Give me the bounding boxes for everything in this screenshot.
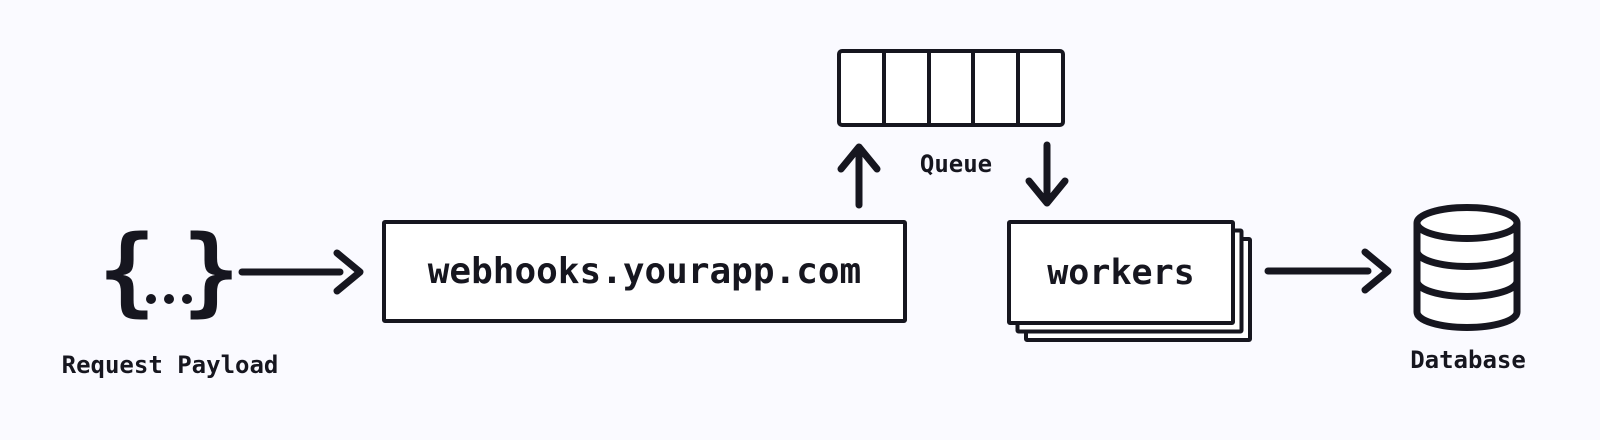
edge-payload-to-server: [238, 248, 366, 300]
edge-server-to-queue: [836, 141, 882, 213]
queue-slot: [886, 53, 931, 123]
payload-dots: [146, 294, 192, 304]
webhooks-server-node: webhooks.yourapp.com: [382, 220, 907, 323]
arrow-down-icon: [1025, 141, 1069, 207]
close-brace-glyph: }: [182, 215, 240, 327]
database-cylinder-icon: [1410, 202, 1524, 342]
queue-label: Queue: [919, 150, 993, 178]
payload-dot: [164, 294, 174, 304]
json-braces-icon: { }: [98, 215, 240, 327]
edge-workers-to-database: [1264, 247, 1396, 299]
queue-slot: [975, 53, 1021, 123]
queue-slot: [1020, 53, 1061, 123]
workers-card: workers: [1007, 220, 1235, 325]
open-brace-glyph: {: [98, 215, 156, 327]
request-payload-label: Request Payload: [61, 351, 279, 379]
queue-node: [837, 49, 1065, 127]
arrow-up-icon: [837, 143, 881, 209]
database-label: Database: [1410, 346, 1526, 374]
arrow-right-icon: [238, 249, 364, 295]
edge-queue-to-workers: [1024, 141, 1070, 213]
payload-dot: [182, 294, 192, 304]
payload-dot: [146, 294, 156, 304]
workers-label: workers: [1047, 252, 1195, 293]
queue-slot: [931, 53, 976, 123]
queue-slots: [841, 53, 1061, 123]
webhooks-server-label: webhooks.yourapp.com: [427, 251, 862, 292]
workers-node: workers: [1007, 220, 1252, 342]
queue-slot: [841, 53, 886, 123]
arrow-right-icon: [1264, 248, 1392, 294]
